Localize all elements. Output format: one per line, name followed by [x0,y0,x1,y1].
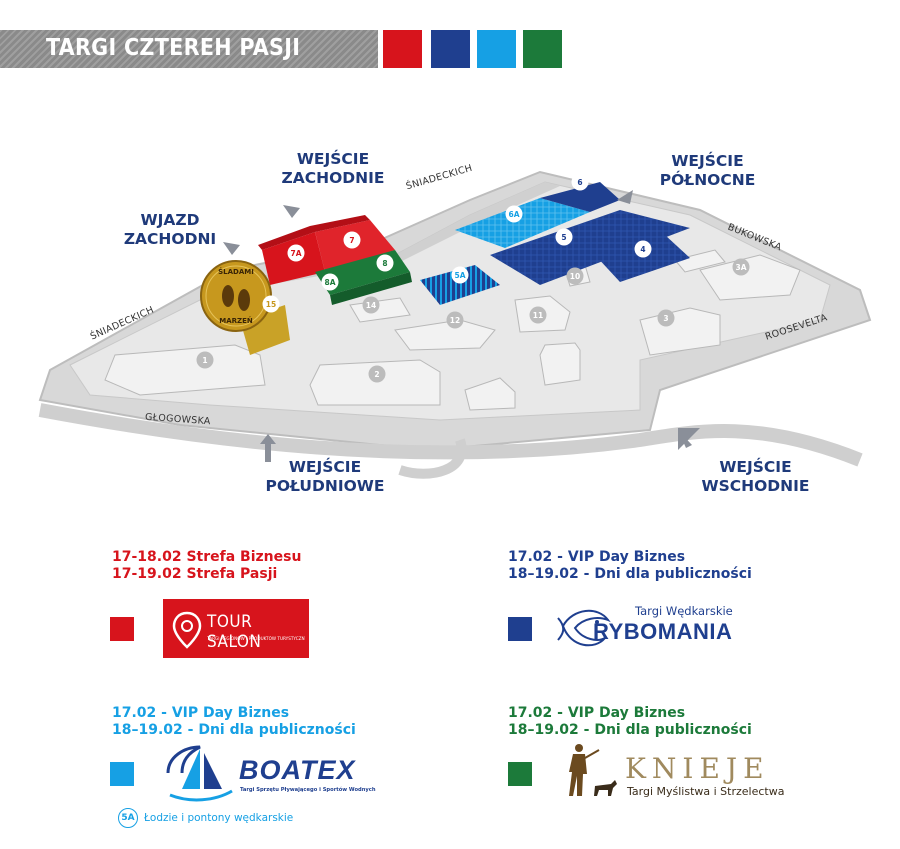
marker-3a: 3A [732,258,750,276]
svg-text:4: 4 [640,245,645,254]
tour-salon-subtitle: TARGI REGIONÓW I PRODUKTÓW TURYSTYCZNYCH [207,636,305,641]
marker-7a: 7A [287,244,305,262]
navy-dates-line1: 17.02 - VIP Day Biznes [508,549,686,565]
svg-text:7A: 7A [290,249,301,258]
svg-text:11: 11 [533,311,543,320]
knieje-subtitle: Targi Myślistwa i Strzelectwa [627,785,785,798]
tour-salon-logo: TOUR SALON TARGI REGIONÓW I PRODUKTÓW TU… [163,599,309,658]
svg-text:3: 3 [663,314,668,323]
marker-14: 14 [362,296,380,314]
boatex-title: BOATEX [239,755,356,785]
road-south-curve [398,438,467,479]
svg-text:14: 14 [366,301,376,310]
swatch-green [523,30,562,68]
blue-square [110,762,134,786]
entrance-arrows [223,190,700,470]
blue-dates-line1: 17.02 - VIP Day Biznes [112,705,290,721]
svg-text:6A: 6A [508,210,519,219]
label-west-entrance: WEJŚCIE ZACHODNIE [281,150,385,187]
marker-15: 15 [262,295,280,313]
venue-map: ŚLADAMI MARZEŃ 7A 7 8 8A 5A 6A 6 5 4 15 … [38,170,872,479]
svg-text:5: 5 [561,233,566,242]
blue-dates: 17.02 - VIP Day Biznes 18–19.02 - Dni dl… [112,705,356,739]
boatex-logo: BOATEX Targi Sprzętu Pływającego i Sport… [160,741,390,803]
svg-text:6: 6 [577,178,582,187]
hall-markers: 7A 7 8 8A 5A 6A 6 5 4 15 14 12 11 10 3A … [196,173,750,383]
green-dates-line1: 17.02 - VIP Day Biznes [508,705,686,721]
svg-text:5A: 5A [454,271,465,280]
red-dates-line1: 17-18.02 Strefa Biznesu [112,549,302,565]
blue-dates-line2: 18–19.02 - Dni dla publiczności [112,722,356,738]
red-dates: 17-18.02 Strefa Biznesu 17-19.02 Strefa … [112,549,301,583]
title-bar: TARGI CZTEREH PASJI [0,30,378,68]
marker-10: 10 [566,267,584,285]
marker-12: 12 [446,311,464,329]
label-east-entrance: WEJŚCIE WSCHODNIE [701,458,810,495]
map-pin-icon [172,611,202,649]
green-square [508,762,532,786]
swatch-navy [431,30,470,68]
svg-text:12: 12 [450,316,460,325]
marker-4: 4 [634,240,652,258]
marker-11: 11 [529,306,547,324]
marker-6: 6 [571,173,589,191]
hunter-with-dog-icon [569,744,617,796]
knieje-title: KNIEJE [625,752,770,785]
green-dates-line2: 18–19.02 - Dni dla publiczności [508,722,752,738]
svg-text:8: 8 [382,259,387,268]
page-title: TARGI CZTEREH PASJI [46,35,301,61]
svg-text:7: 7 [349,236,354,245]
label-west-drive: WJAZD ZACHODNI [123,211,217,248]
svg-text:10: 10 [570,272,580,281]
hall-5a-block [420,265,500,305]
swatch-red [383,30,422,68]
hall-5a-note: 5A Łodzie i pontony wędkarskie [118,808,293,828]
red-square [110,617,134,641]
tour-salon-title: TOUR SALON [207,612,262,652]
green-dates: 17.02 - VIP Day Biznes 18–19.02 - Dni dl… [508,705,752,739]
marker-5a: 5A [451,266,469,284]
red-dates-line2: 17-19.02 Strefa Pasji [112,566,278,582]
svg-text:2: 2 [374,370,379,379]
rybomania-logo: Targi Wędkarskie RYBOMANIA [553,598,793,658]
label-north-entrance: WEJŚCIE PÓŁNOCNE [659,152,756,189]
footprint-text-top: ŚLADAMI [218,267,254,276]
fish-icon [557,610,611,647]
marker-8a: 8A [321,273,339,291]
svg-text:3A: 3A [735,263,746,272]
hall-6a-block [455,198,590,248]
navy-dates-line2: 18–19.02 - Dni dla publiczności [508,566,752,582]
navy-dates: 17.02 - VIP Day Biznes 18–19.02 - Dni dl… [508,549,752,583]
svg-text:8A: 8A [324,278,335,287]
label-south-entrance: WEJŚCIE POŁUDNIOWE [265,458,385,495]
marker-8: 8 [376,254,394,272]
swatch-blue [477,30,516,68]
navy-halls [490,182,690,285]
boatex-subtitle: Targi Sprzętu Pływającego i Sportów Wodn… [240,787,376,793]
marker-5: 5 [555,228,573,246]
marker-1: 1 [196,351,214,369]
road-south [38,403,863,467]
marker-6a: 6A [505,205,523,223]
hall-15-block: ŚLADAMI MARZEŃ [200,260,290,355]
marker-2: 2 [368,365,386,383]
navy-square [508,617,532,641]
rybomania-small: Targi Wędkarskie [635,604,733,618]
svg-text:15: 15 [266,300,276,309]
knieje-logo: KNIEJE Targi Myślistwa i Strzelectwa [553,740,784,802]
hall-5a-badge: 5A [118,808,138,828]
hall-5a-note-text: Łodzie i pontony wędkarskie [144,812,294,824]
rybomania-title: RYBOMANIA [593,619,733,644]
marker-7: 7 [343,231,361,249]
marker-3: 3 [657,309,675,327]
sailboat-icon [166,745,233,802]
footprint-text-bottom: MARZEŃ [219,316,253,325]
svg-text:1: 1 [202,356,207,365]
